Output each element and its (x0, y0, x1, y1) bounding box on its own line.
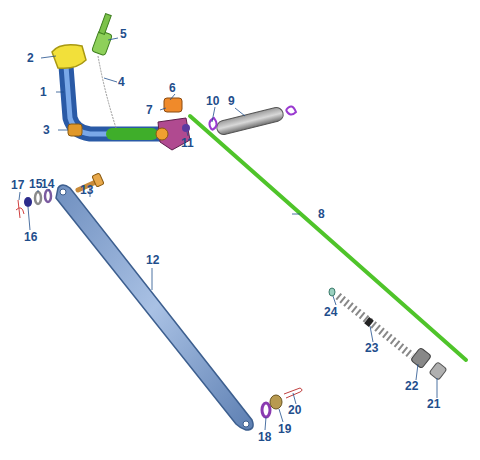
callout-number: 6 (169, 82, 176, 94)
callout-number: 14 (41, 178, 54, 190)
callout-number: 11 (181, 137, 194, 149)
callout-number: 7 (146, 104, 153, 116)
linkage-bar (56, 185, 253, 430)
callout-number: 9 (228, 95, 235, 107)
callout-number: 19 (278, 423, 291, 435)
callout-number: 21 (427, 398, 440, 410)
callout-number: 20 (288, 404, 301, 416)
callout-number: 8 (318, 208, 325, 220)
callout-number: 10 (206, 95, 219, 107)
callout-number: 2 (27, 52, 34, 64)
callout-number: 1 (40, 86, 47, 98)
push-rod (190, 116, 466, 360)
callout-number: 5 (120, 28, 127, 40)
return-spring (215, 106, 284, 136)
pedal-pad (52, 45, 86, 68)
callout-number: 23 (365, 342, 378, 354)
callout-number: 24 (324, 306, 337, 318)
callout-number: 17 (11, 179, 24, 191)
callout-number: 18 (258, 431, 271, 443)
switch (92, 30, 113, 55)
callout-number: 3 (43, 124, 50, 136)
callout-number: 13 (80, 184, 93, 196)
callout-number: 16 (24, 231, 37, 243)
dust-boot (338, 296, 412, 356)
callout-number: 15 (29, 178, 42, 190)
leader-lines (19, 38, 437, 430)
callout-number: 22 (405, 380, 418, 392)
callout-number: 4 (118, 76, 125, 88)
callout-number: 12 (146, 254, 159, 266)
